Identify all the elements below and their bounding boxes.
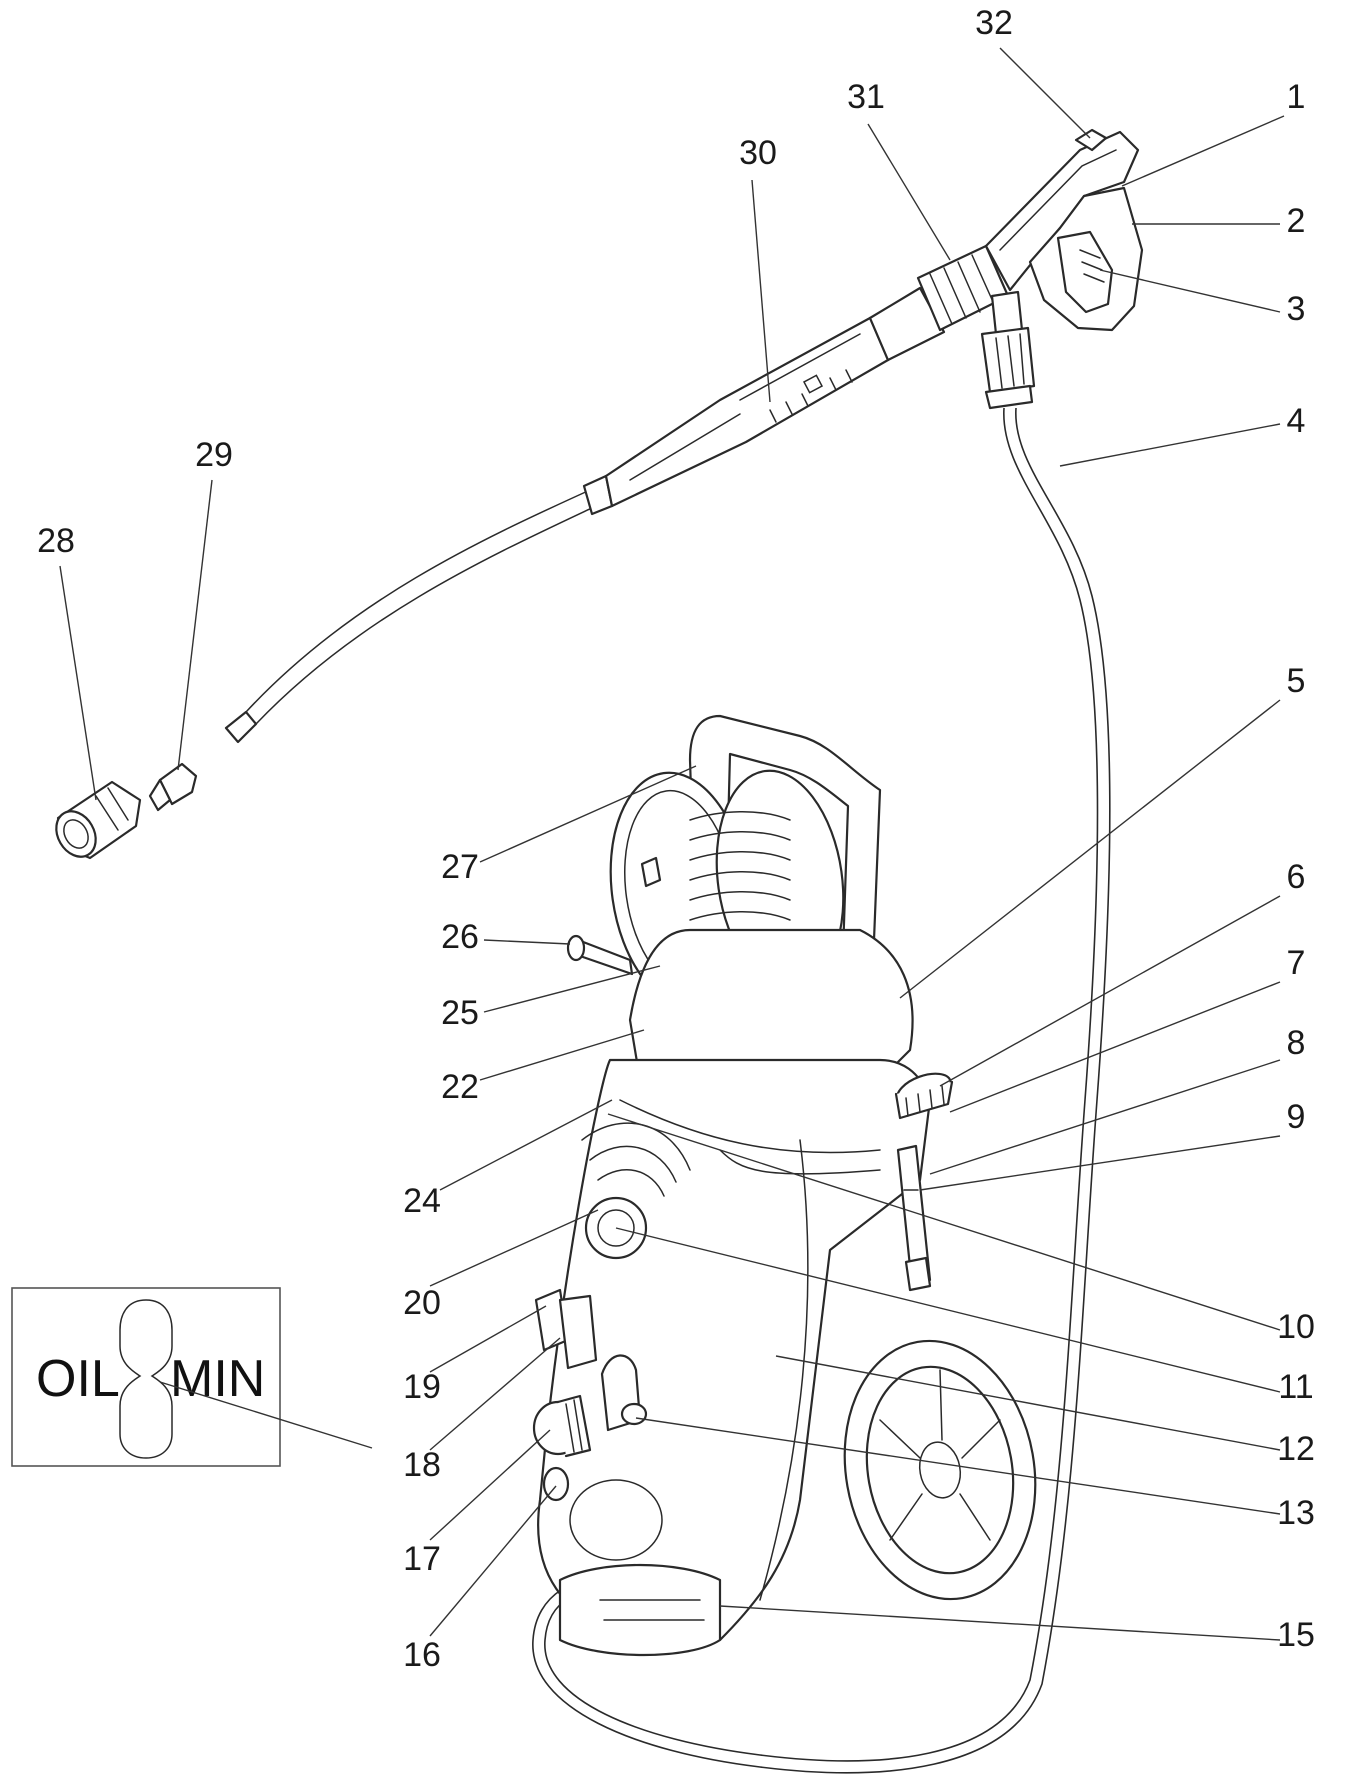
callout-label-26: 26: [441, 918, 479, 956]
callout-leader-16: [429, 1485, 557, 1637]
callout-label-8: 8: [1287, 1024, 1306, 1062]
callout-label-17: 17: [403, 1540, 441, 1578]
trigger-gun: [984, 128, 1144, 332]
callout-leader-20: [429, 1209, 599, 1287]
level-window: [896, 1144, 932, 1292]
callout-label-15: 15: [1277, 1616, 1315, 1654]
callout-label-6: 6: [1287, 858, 1306, 896]
hose-swivel-connector: [980, 290, 1036, 410]
oil-gauge-outline: [119, 1299, 173, 1459]
callout-leader-15: [719, 1605, 1281, 1641]
high-pressure-hose: [532, 407, 1111, 1774]
callout-label-4: 4: [1287, 402, 1306, 440]
callout-label-1: 1: [1287, 78, 1306, 116]
callout-leader-9: [919, 1135, 1281, 1191]
callout-label-32: 32: [975, 4, 1013, 42]
main-body: [537, 1058, 932, 1642]
callout-label-27: 27: [441, 848, 479, 886]
small-knob: [542, 1466, 570, 1502]
callout-label-22: 22: [441, 1068, 479, 1106]
callout-leader-22: [479, 1029, 645, 1081]
min-label: MIN: [170, 1350, 265, 1408]
callout-leader-3: [1099, 269, 1281, 313]
callout-label-31: 31: [847, 78, 885, 116]
callout-label-30: 30: [739, 134, 777, 172]
callout-leader-11: [615, 1227, 1281, 1393]
callout-label-18: 18: [403, 1446, 441, 1484]
callout-leader-5: [899, 699, 1281, 999]
callout-label-16: 16: [403, 1636, 441, 1674]
callout-leader-7: [949, 981, 1281, 1113]
nozzle-cap: [55, 780, 142, 860]
callout-label-9: 9: [1287, 1098, 1306, 1136]
oil-level-inset: OIL MIN: [11, 1287, 281, 1467]
oil-label: OIL: [36, 1350, 120, 1408]
callout-labels: 1234567891011121315161718192022242526272…: [37, 4, 1315, 1674]
detergent-cap: [894, 1072, 954, 1120]
lance-tip-thread: [224, 710, 258, 744]
callout-label-3: 3: [1287, 290, 1306, 328]
ribbed-coupling: [916, 244, 1010, 332]
callout-leader-24: [439, 1099, 613, 1191]
callout-label-28: 28: [37, 522, 75, 560]
callout-leader-8: [929, 1059, 1281, 1175]
lance-connector: [868, 286, 946, 362]
wheel: [843, 1339, 1037, 1601]
callout-label-13: 13: [1277, 1494, 1315, 1532]
callout-leader-25: [483, 965, 661, 1013]
spray-lance-assembly: [55, 128, 1144, 860]
callout-label-7: 7: [1287, 944, 1306, 982]
callout-leader-6: [939, 895, 1281, 1087]
callout-label-5: 5: [1287, 662, 1306, 700]
callout-label-11: 11: [1278, 1368, 1313, 1406]
callout-leader-1: [1121, 115, 1285, 187]
callout-leader-28: [59, 565, 97, 801]
reel-crank: [566, 856, 662, 976]
upper-housing: [628, 928, 914, 1082]
callout-leader-31: [867, 123, 951, 261]
callout-leader-18: [429, 1337, 561, 1451]
callout-leader-29: [177, 479, 213, 771]
callout-label-29: 29: [195, 436, 233, 474]
callout-label-2: 2: [1287, 202, 1306, 240]
callout-label-20: 20: [403, 1284, 441, 1322]
callout-leader-27: [479, 765, 697, 863]
pressure-washer-unit: [532, 714, 1037, 1657]
power-switch: [534, 1288, 598, 1370]
callout-label-12: 12: [1277, 1430, 1315, 1468]
nozzle-insert: [148, 762, 198, 812]
callout-leader-26: [483, 939, 571, 945]
callout-label-19: 19: [403, 1368, 441, 1406]
base-foot: [558, 1563, 722, 1657]
callout-leader-13: [635, 1417, 1281, 1515]
callout-leader-30: [751, 179, 771, 403]
callout-label-10: 10: [1277, 1308, 1315, 1346]
callout-label-25: 25: [441, 994, 479, 1032]
callout-leader-4: [1059, 423, 1281, 467]
callout-label-24: 24: [403, 1182, 441, 1220]
water-inlet-knob: [532, 1394, 592, 1458]
inset-leader: [159, 1381, 373, 1449]
lance-body: [604, 316, 890, 508]
callout-leader-12: [775, 1355, 1281, 1451]
callout-leader-32: [999, 47, 1091, 139]
callout-leader-10: [607, 1113, 1281, 1331]
callout-leader-19: [429, 1305, 547, 1373]
callout-leader-17: [429, 1429, 551, 1541]
